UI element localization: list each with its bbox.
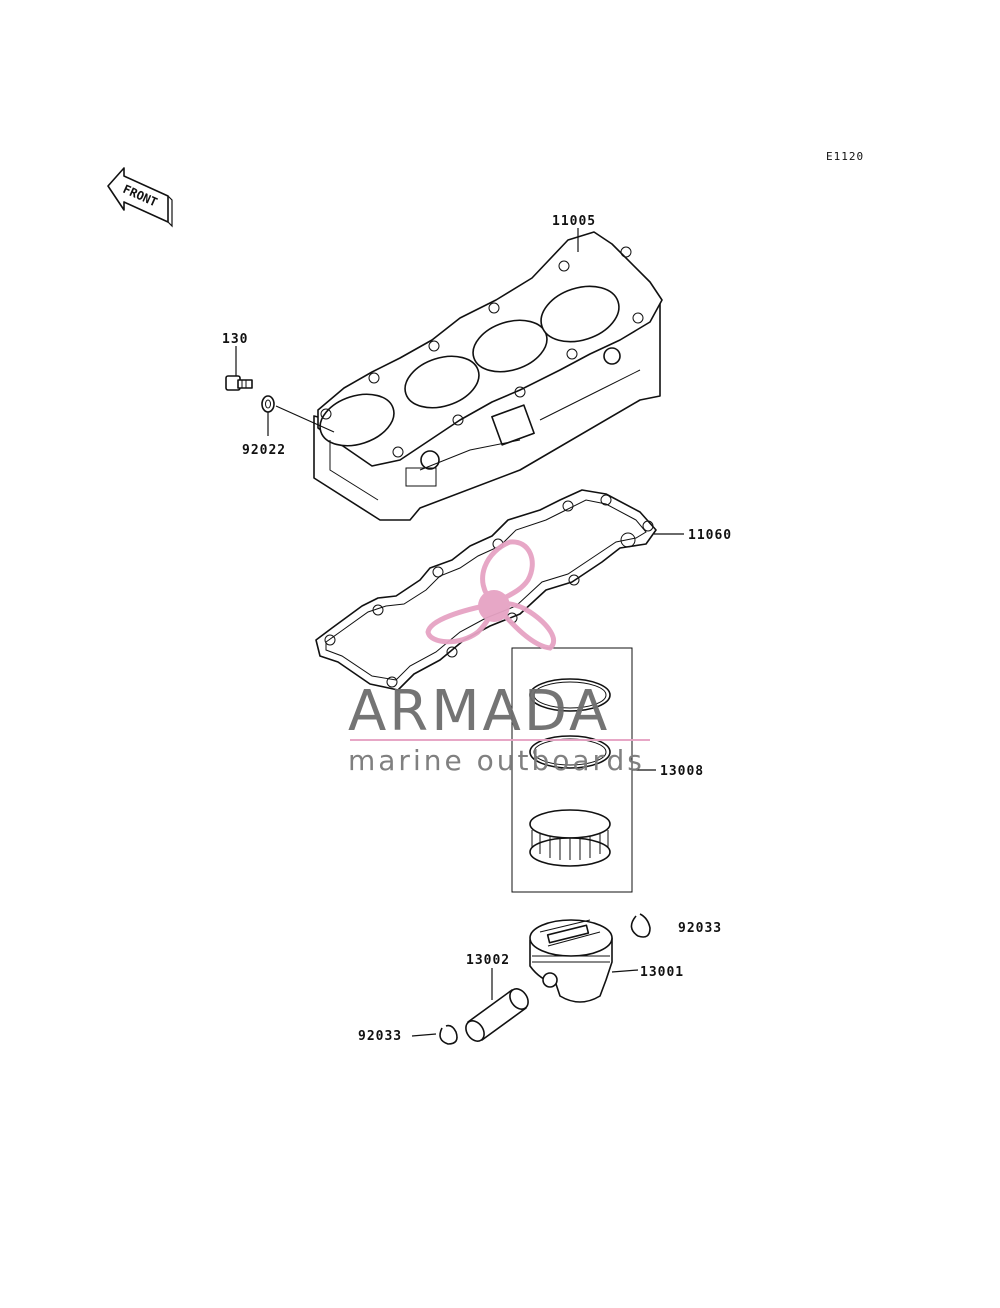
diagram-code: E1120 xyxy=(826,150,864,163)
label-washer: 92022 xyxy=(242,443,286,458)
label-piston-pin: 13002 xyxy=(466,953,510,968)
watermark-subtitle: marine outboards xyxy=(348,744,645,777)
front-arrow-icon: FRONT xyxy=(107,167,173,228)
circlip-right xyxy=(630,913,651,938)
label-gasket: 11060 xyxy=(688,528,732,543)
label-circlip-left: 92033 xyxy=(358,1029,402,1044)
cylinder-block xyxy=(313,231,663,521)
bolt xyxy=(225,375,253,391)
watermark: ARMADA marine outboards xyxy=(348,539,650,777)
label-piston: 13001 xyxy=(640,965,684,980)
piston-pin xyxy=(465,988,529,1042)
washer xyxy=(261,395,275,413)
label-piston-ring-set: 13008 xyxy=(660,764,704,779)
circlip-left xyxy=(439,1024,458,1045)
label-circlip-right: 92033 xyxy=(678,921,722,936)
propeller-logo-icon xyxy=(425,539,557,651)
piston-ring-set xyxy=(511,647,633,893)
label-bolt: 130 xyxy=(222,332,248,347)
label-cylinder-block: 11005 xyxy=(552,214,596,229)
piston xyxy=(529,919,613,1003)
watermark-title: ARMADA xyxy=(348,679,610,744)
leader-lines xyxy=(235,228,684,1037)
